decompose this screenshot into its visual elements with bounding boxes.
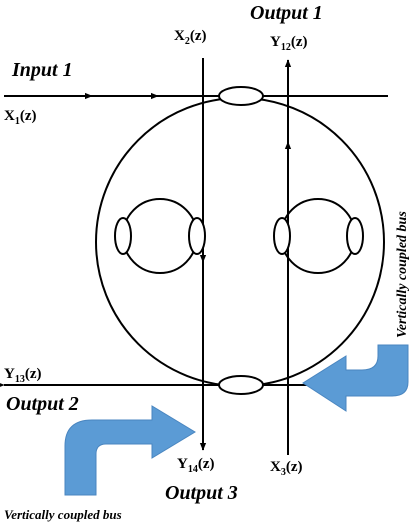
right-inner-ring [280, 198, 356, 274]
blue-arrow-right [302, 344, 409, 412]
coupler-right-inner [273, 217, 291, 255]
signal-y12: Y12(z) [270, 34, 308, 53]
signal-x2: X2(z) [174, 28, 207, 47]
signal-y13: Y13(z) [4, 366, 42, 385]
coupler-left-inner [188, 217, 206, 255]
coupler-left-outer [114, 217, 132, 255]
coupler-right-outer [346, 217, 364, 255]
signal-y14: Y14(z) [177, 456, 215, 475]
coupler-top [218, 86, 264, 106]
bus-label-bottom: Vertically coupled bus [4, 507, 122, 522]
signal-x1: X1(z) [4, 108, 37, 127]
coupler-bottom [218, 375, 264, 395]
left-inner-ring [122, 198, 198, 274]
bus-label-right: Vertically coupled bus [395, 211, 410, 338]
input1-label: Input 1 [11, 59, 73, 81]
output3-label: Output 3 [165, 482, 238, 504]
main-ring [95, 97, 385, 387]
output2-label: Output 2 [6, 393, 79, 415]
blue-arrow-left [64, 405, 196, 496]
output1-label: Output 1 [250, 2, 323, 24]
signal-x3: X3(z) [270, 459, 303, 478]
